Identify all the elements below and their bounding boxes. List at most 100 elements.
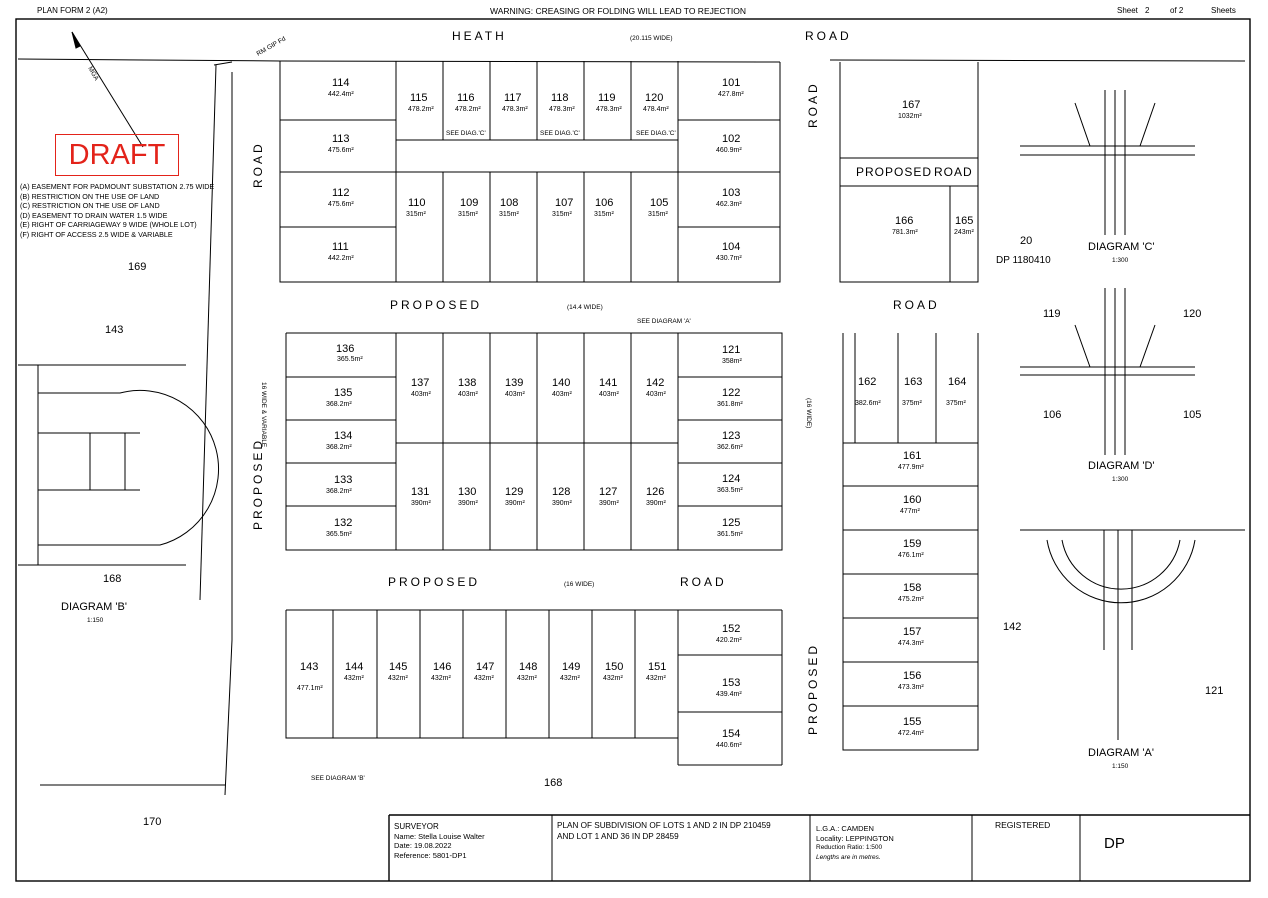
proposed-road-1-width: (14.4 WIDE) <box>567 304 603 311</box>
diagram-c-scale: 1:300 <box>1112 257 1129 264</box>
lot-number: 101 <box>722 77 740 89</box>
plan-form-label: PLAN FORM 2 (A2) <box>37 6 108 15</box>
lot-area: 243m² <box>954 229 975 236</box>
lot-area: 390m² <box>599 500 620 507</box>
surveyor-label: SURVEYOR <box>394 822 439 831</box>
lot-area: 365.5m² <box>337 356 363 363</box>
lot-number: 114 <box>332 77 350 89</box>
lot-number: 130 <box>458 486 476 498</box>
lot-number: 141 <box>599 377 617 389</box>
lot-area: 368.2m² <box>326 488 352 495</box>
lot-number: 154 <box>722 728 740 740</box>
draft-stamp: DRAFT <box>55 134 179 176</box>
lot-143-outer: 143 <box>105 324 123 336</box>
surveyor-name: Name: Stella Louise Walter <box>394 831 485 841</box>
lot-number: 166 <box>895 215 913 227</box>
lot-area: 432m² <box>560 675 581 682</box>
lot-area: 382.6m² <box>855 400 881 407</box>
lot-number: 152 <box>722 623 740 635</box>
lot-120-diagram: 120 <box>1183 308 1201 320</box>
lot-area: 440.6m² <box>716 742 742 749</box>
left-road-width: 16 WIDE & VARIABLE <box>260 382 267 448</box>
lot-area: 462.3m² <box>716 201 742 208</box>
lot-number: 148 <box>519 661 537 673</box>
sheets-label: Sheets <box>1211 6 1236 15</box>
lot-number: 115 <box>410 92 428 104</box>
dp-ref-label: DP 1180410 <box>996 255 1051 266</box>
lot-area: 474.3m² <box>898 640 924 647</box>
lot-number: 111 <box>332 241 349 253</box>
lot-number: 136 <box>336 343 354 355</box>
lot-area: 478.3m² <box>549 106 575 113</box>
lot-area: 478.2m² <box>408 106 434 113</box>
reduction-ratio: Reduction Ratio: 1:500 <box>816 844 883 851</box>
proposed-road-3-suffix: ROAD <box>680 575 727 589</box>
block-3-right: 152 420.2m² 153 439.4m² 154 440.6m² <box>716 623 742 749</box>
lot-number: 156 <box>903 670 921 682</box>
lot-number: 112 <box>332 187 350 199</box>
lot-area: 390m² <box>411 500 432 507</box>
block-2-right: 121 358m² 122 361.8m² 123 362.6m² 124 36… <box>717 344 743 538</box>
lot-number: 158 <box>903 582 921 594</box>
registered-label: REGISTERED <box>995 820 1051 830</box>
lot-number: 133 <box>334 474 352 486</box>
lot-area: 781.3m² <box>892 229 918 236</box>
mga-north-label: MGA <box>86 66 100 83</box>
lot-area: 477.1m² <box>297 685 323 692</box>
lot-number: 138 <box>458 377 476 389</box>
lot-area: 403m² <box>599 391 620 398</box>
lot-number: 127 <box>599 486 617 498</box>
lot-area: 475.6m² <box>328 147 354 154</box>
sheet-label: Sheet <box>1117 6 1138 15</box>
lot-number: 150 <box>605 661 623 673</box>
note-f: (F) RIGHT OF ACCESS 2.5 WIDE & VARIABLE <box>20 229 173 239</box>
lot-area: 478.2m² <box>455 106 481 113</box>
lot-105-diagram: 105 <box>1183 409 1201 421</box>
lot-number: 118 <box>551 92 569 104</box>
lot-area: 403m² <box>552 391 573 398</box>
lot-number: 120 <box>645 92 663 104</box>
survey-date: Date: 19.08.2022 <box>394 841 452 850</box>
lot-number: 151 <box>648 661 666 673</box>
diagram-titles: DIAGRAM 'C' 1:300 DIAGRAM 'D' 1:300 DIAG… <box>61 241 1155 770</box>
lot-number: 161 <box>903 450 921 462</box>
lot-168-south: 168 <box>544 777 562 789</box>
sheet-number: 2 <box>1145 6 1150 15</box>
lot-number: 102 <box>722 133 740 145</box>
locality-value: Locality: LEPPINGTON <box>816 833 894 843</box>
diagram-c-title: DIAGRAM 'C' <box>1088 241 1155 253</box>
lot-number: 162 <box>858 376 876 388</box>
lot-number: 105 <box>650 197 668 209</box>
lot-area: 420.2m² <box>716 637 742 644</box>
lot-number: 119 <box>598 92 616 104</box>
lot-area: 427.8m² <box>718 91 744 98</box>
lot-area: 432m² <box>431 675 452 682</box>
lot-number: 159 <box>903 538 921 550</box>
block-1-top: 114 442.4m² 115 478.2m² 116 478.2m² 117 … <box>328 77 744 113</box>
diagram-a-scale: 1:150 <box>1112 763 1129 770</box>
see-diagram-a-note: SEE DIAGRAM 'A' <box>637 318 691 325</box>
lot-121-diagram: 121 <box>1205 685 1223 697</box>
lot-area: 439.4m² <box>716 691 742 698</box>
proposed-right-vertical: PROPOSED <box>806 643 820 735</box>
lot-20-label: 20 <box>1020 235 1032 247</box>
lot-number: 124 <box>722 473 740 485</box>
see-diag-c-1: SEE DIAG.'C' <box>446 130 486 137</box>
road-right-vertical: ROAD <box>806 81 820 128</box>
lot-number: 167 <box>902 99 920 111</box>
lot-area: 476.1m² <box>898 552 924 559</box>
see-diag-c-3: SEE DIAG.'C' <box>636 130 676 137</box>
lot-area: 442.2m² <box>328 255 354 262</box>
lot-number: 122 <box>722 387 740 399</box>
lot-area: 403m² <box>411 391 432 398</box>
lot-area: 472.4m² <box>898 730 924 737</box>
plan-title-block: PLAN OF SUBDIVISION OF LOTS 1 AND 2 IN D… <box>557 820 771 842</box>
lot-number: 131 <box>411 486 429 498</box>
lot-number: 126 <box>646 486 664 498</box>
lot-area: 475.6m² <box>328 201 354 208</box>
lot-number: 135 <box>334 387 352 399</box>
lot-142-outer: 142 <box>1003 621 1021 633</box>
east-block-2-top: 162 382.6m² 163 375m² 164 375m² <box>855 376 967 407</box>
lot-area: 478.4m² <box>643 106 669 113</box>
